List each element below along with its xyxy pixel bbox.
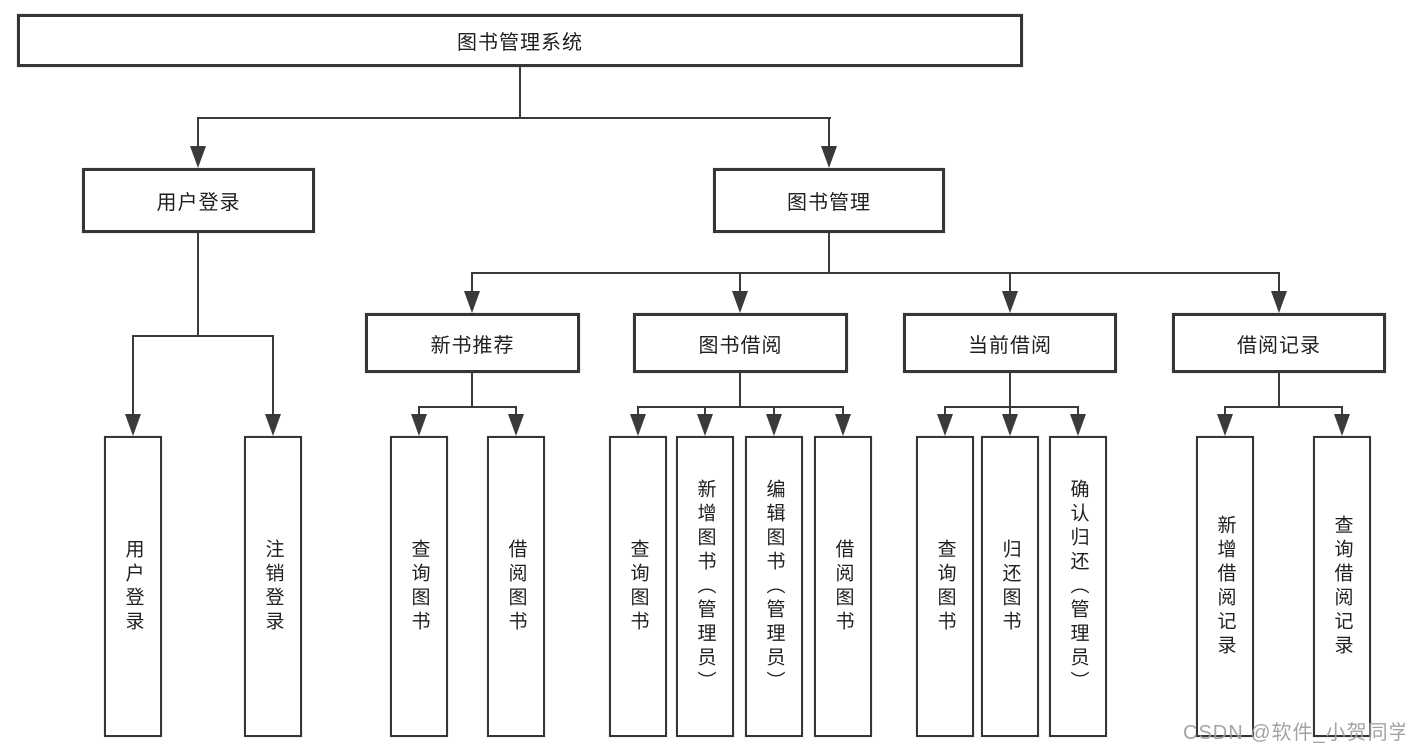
node-book-borrow: 图书借阅 — [633, 313, 848, 373]
connector-line — [739, 373, 741, 408]
connector-line — [842, 406, 844, 416]
connector-line — [1341, 406, 1343, 416]
connector-line — [1009, 373, 1011, 408]
arrowhead-down-icon — [1271, 291, 1287, 313]
arrowhead-down-icon — [835, 414, 851, 436]
connector-line — [197, 233, 199, 337]
connector-line — [1009, 272, 1011, 293]
arrowhead-down-icon — [1002, 414, 1018, 436]
connector-line — [828, 233, 830, 274]
arrowhead-down-icon — [411, 414, 427, 436]
connector-line — [272, 335, 274, 415]
node-root: 图书管理系统 — [17, 14, 1023, 67]
arrowhead-down-icon — [697, 414, 713, 436]
arrowhead-down-icon — [1002, 291, 1018, 313]
connector-line — [637, 406, 639, 416]
node-new-book-recommend: 新书推荐 — [365, 313, 580, 373]
connector-line — [132, 335, 274, 337]
arrowhead-down-icon — [190, 146, 206, 168]
connector-line — [944, 406, 1079, 408]
leaf-borrow-book-2: 借阅图书 — [814, 436, 872, 737]
leaf-query-book-3: 查询图书 — [916, 436, 974, 737]
arrowhead-down-icon — [732, 291, 748, 313]
connector-line — [418, 406, 517, 408]
connector-line — [1278, 373, 1280, 408]
arrowhead-down-icon — [464, 291, 480, 313]
leaf-user-login: 用户登录 — [104, 436, 162, 737]
arrowhead-down-icon — [937, 414, 953, 436]
connector-line — [132, 335, 134, 415]
leaf-add-borrow-record: 新增借阅记录 — [1196, 436, 1254, 737]
connector-line — [773, 406, 775, 416]
connector-line — [704, 406, 706, 416]
arrowhead-down-icon — [508, 414, 524, 436]
connector-line — [197, 117, 831, 119]
arrowhead-down-icon — [1070, 414, 1086, 436]
arrowhead-down-icon — [821, 146, 837, 168]
node-user-login: 用户登录 — [82, 168, 315, 233]
connector-line — [944, 406, 946, 416]
node-book-management: 图书管理 — [713, 168, 945, 233]
node-borrow-record: 借阅记录 — [1172, 313, 1386, 373]
connector-line — [418, 406, 420, 416]
leaf-logout: 注销登录 — [244, 436, 302, 737]
connector-line — [828, 117, 830, 148]
leaf-query-book-1: 查询图书 — [390, 436, 448, 737]
connector-line — [471, 373, 473, 408]
connector-line — [1224, 406, 1226, 416]
connector-line — [637, 406, 844, 408]
connector-line — [1278, 272, 1280, 293]
leaf-query-book-2: 查询图书 — [609, 436, 667, 737]
arrowhead-down-icon — [1334, 414, 1350, 436]
connector-line — [471, 272, 473, 293]
connector-line — [197, 117, 199, 148]
leaf-add-book-admin: 新增图书（管理员） — [676, 436, 734, 737]
connector-line — [1224, 406, 1343, 408]
leaf-confirm-return-admin: 确认归还（管理员） — [1049, 436, 1107, 737]
connector-line — [1009, 406, 1011, 416]
csdn-watermark: CSDN @软件_小贺同学 — [1183, 722, 1405, 744]
connector-line — [739, 272, 741, 293]
leaf-borrow-book-1: 借阅图书 — [487, 436, 545, 737]
leaf-return-book: 归还图书 — [981, 436, 1039, 737]
leaf-query-borrow-record: 查询借阅记录 — [1313, 436, 1371, 737]
arrowhead-down-icon — [630, 414, 646, 436]
node-current-borrow: 当前借阅 — [903, 313, 1117, 373]
connector-line — [1077, 406, 1079, 416]
connector-line — [519, 64, 521, 118]
leaf-edit-book-admin: 编辑图书（管理员） — [745, 436, 803, 737]
arrowhead-down-icon — [265, 414, 281, 436]
arrowhead-down-icon — [766, 414, 782, 436]
arrowhead-down-icon — [125, 414, 141, 436]
connector-line — [471, 272, 1280, 274]
arrowhead-down-icon — [1217, 414, 1233, 436]
connector-line — [515, 406, 517, 416]
